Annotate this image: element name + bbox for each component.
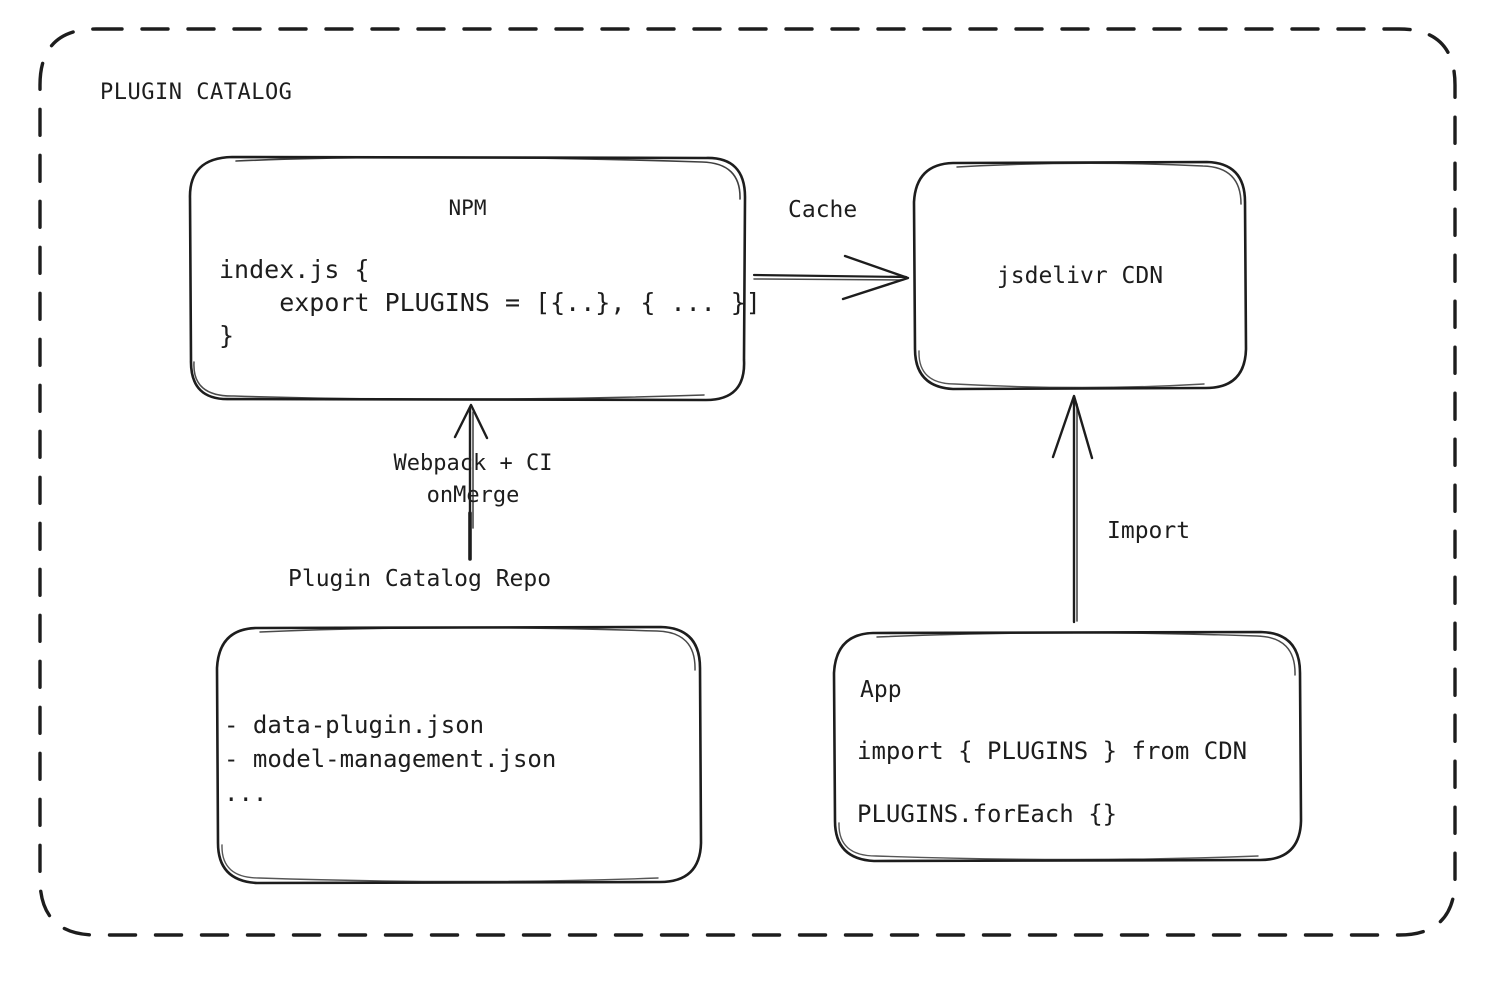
plugin-catalog-container-border	[38, 27, 1457, 937]
cache-edge-line	[752, 273, 908, 279]
npm-node-code: index.js { export PLUGINS = [{..}, { ...…	[219, 255, 761, 350]
app-node-code-line-1: import { PLUGINS } from CDN	[857, 737, 1248, 765]
build-edge-label: Webpack + CI onMerge	[393, 451, 553, 508]
app-node-outline	[832, 630, 1303, 863]
app-node-code-line-2: PLUGINS.forEach {}	[857, 800, 1118, 828]
plugin-catalog-title: PLUGIN CATALOG	[100, 80, 293, 105]
import-edge-label: Import	[1107, 518, 1191, 544]
app-node-outline-sketch-2	[838, 822, 1259, 861]
cache-edge-line-sketch	[753, 278, 904, 281]
cdn-node-outline-sketch	[956, 162, 1242, 205]
app-node-title: App	[860, 677, 902, 703]
repo-node-outline	[215, 625, 703, 885]
cache-edge-arrowhead	[841, 254, 910, 301]
cdn-node-title: jsdelivr CDN	[996, 263, 1164, 289]
npm-node-title: NPM	[448, 196, 487, 220]
repo-node-caption: Plugin Catalog Repo	[288, 566, 552, 592]
cdn-node-outline-sketch-2	[918, 350, 1205, 389]
import-edge-arrowhead	[1051, 394, 1094, 460]
cache-edge-label: Cache	[788, 197, 858, 223]
repo-node-items: - data-plugin.json - model-management.js…	[224, 711, 557, 807]
build-edge-arrowhead	[453, 403, 489, 440]
repo-node-outline-sketch	[259, 626, 696, 671]
npm-node-outline-sketch	[235, 156, 741, 200]
npm-node-outline	[188, 155, 747, 402]
cdn-node-outline	[912, 160, 1248, 391]
npm-node-outline-sketch-2	[193, 361, 705, 401]
repo-node-outline-sketch-2	[221, 844, 659, 883]
app-node-outline-sketch	[876, 631, 1296, 676]
